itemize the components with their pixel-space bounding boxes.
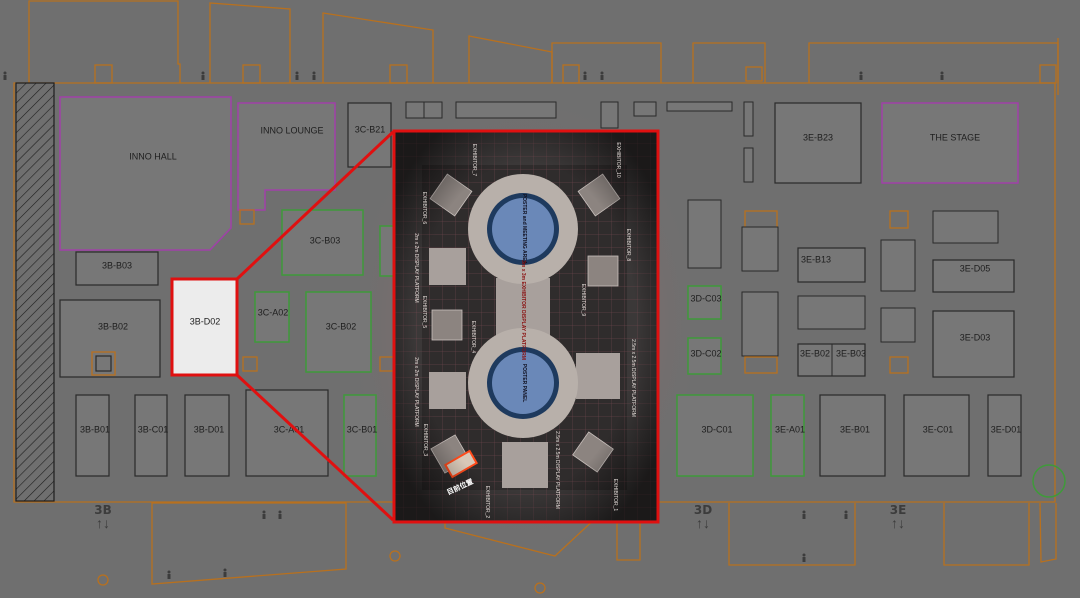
exhibitor-label: EXHIBITOR_7 [471,144,477,177]
booth-label: 3E-B02 [800,348,830,358]
booth-3e-b01[interactable] [819,394,886,477]
round-marker [1032,464,1066,498]
selected-booth-label: 3B-D02 [190,316,221,326]
booth-label: 3C-B03 [310,235,341,245]
booth-label: 3D-C01 [701,424,732,434]
booth-label: 3E-B23 [803,132,833,142]
inno-hall-label: INNO HALL [129,151,177,161]
booth-label: 3C-B01 [347,424,378,434]
platform-label: 2.5m x 2.5m DISPLAY PLATFORM [554,431,560,509]
exhibitor-label: EXHIBITOR_4 [470,321,476,354]
booth-3b-c01[interactable] [134,394,168,477]
exhibitor-label: EXHIBITOR_6 [421,192,427,225]
exhibitor-label: EXHIBITOR_2 [484,486,490,519]
the-stage[interactable] [881,102,1019,184]
top-rooms [28,0,1059,95]
booth-3c-a02[interactable] [254,291,290,343]
booth-label: 3E-B13 [801,254,831,264]
booth-3c-b02[interactable] [305,291,372,373]
selected-booth-3b-d02[interactable] [170,277,239,377]
exhibitor-label: EXHIBITOR_8 [625,229,631,262]
booth-label: 3B-B03 [102,260,132,270]
booth-label: 3B-D01 [194,424,225,434]
booths: 3C-B21 3B-B03 3B-B02 3C-B03 3C-A02 3C-B0… [59,101,1066,498]
booth-label: 3E-D01 [991,424,1022,434]
booth-label: 3E-A01 [775,424,805,434]
booth-3c-b21[interactable] [347,102,392,168]
escalator-arrows-icon: ↑↓ [96,515,110,531]
booth-label: 3C-B02 [326,321,357,331]
platform-label: 3m x 3m EXHIBITOR DISPLAY PLATFORM [520,260,526,360]
poster-panel-label: POSTER PANEL [521,364,527,403]
exhibitor-label: EXHIBITOR_5 [421,296,427,329]
booth-3c-a01[interactable] [245,389,329,477]
inno-lounge[interactable] [237,102,336,211]
poster-meeting-label: POSTER and MEETING AREA [521,194,527,265]
booth-label: 3B-C01 [138,424,169,434]
booth-label: 3E-D05 [960,263,991,273]
inno-hall[interactable] [59,96,232,251]
booth-3e-d03[interactable] [932,310,1015,378]
exhibitor-label: EXHIBITOR_10 [615,142,621,177]
booth-3b-b01[interactable] [75,394,110,477]
escalator-3b[interactable]: 3B ↑↓ [94,503,112,531]
escalator-label: 3D [694,503,712,517]
escalator-label: 3E [890,503,907,517]
booth-label: 3C-B21 [355,124,386,134]
booth-3e-d01[interactable] [987,394,1022,477]
booth-3b-d01[interactable] [184,394,230,477]
platform-label: 2m x 2m DISPLAY PLATFORM [413,233,419,302]
booth-label: 3C-A01 [274,424,305,434]
booth-label: 3B-B01 [80,424,110,434]
platform-label: 2.5m x 2.5m DISPLAY PLATFORM [630,339,636,417]
callout-line-top [235,130,395,281]
booth-3d-c02[interactable] [687,337,722,375]
restroom-icons [3,71,944,579]
escalator-label: 3B [94,503,112,517]
booth-label: 3D-C02 [690,348,721,358]
booth-detail-inset[interactable]: POSTER and MEETING AREA POSTER PANEL 目前位… [392,129,660,524]
booth-label: 3C-A02 [258,307,289,317]
booth-3b-b03[interactable] [75,251,159,286]
booth-label: 3E-D03 [960,332,991,342]
inset-vignette [395,132,657,521]
booth-3c-b03[interactable] [281,209,364,276]
booth-3e-b23[interactable] [774,102,862,184]
escalator-3d[interactable]: 3D ↑↓ [694,503,712,531]
booth-3e-c01[interactable] [903,394,970,477]
booth-label: 3E-B03 [836,348,866,358]
exhibitor-label: EXHIBITOR_9 [580,284,586,317]
the-stage-label: THE STAGE [930,132,980,142]
booth-3d-c03[interactable] [687,285,722,320]
platform-label: 2m x 2m DISPLAY PLATFORM [413,357,419,426]
inno-lounge-label: INNO LOUNGE [260,125,323,135]
booth-label: 3E-C01 [923,424,954,434]
exhibitor-label: EXHIBITOR_1 [612,479,618,512]
booth-3e-b13[interactable] [797,247,866,283]
booth-3c-b01[interactable] [343,394,377,477]
hall-outline [13,82,1056,503]
booth-3d-c01[interactable] [676,394,754,477]
inset-frame [392,129,660,524]
booth-label: 3B-B02 [98,321,128,331]
booth-3e-d05[interactable] [932,259,1015,293]
booth-label: 3E-B01 [840,424,870,434]
escalator-arrows-icon: ↑↓ [696,515,710,531]
escalator-arrows-icon: ↑↓ [891,515,905,531]
booth-3e-a01[interactable] [770,394,805,477]
escalator-3e[interactable]: 3E ↑↓ [890,503,907,531]
booth-label: 3D-C03 [690,293,721,303]
callout-line-bottom [235,373,395,522]
hatched-wall [15,82,55,502]
exhibitor-label: EXHIBITOR_3 [422,424,428,457]
